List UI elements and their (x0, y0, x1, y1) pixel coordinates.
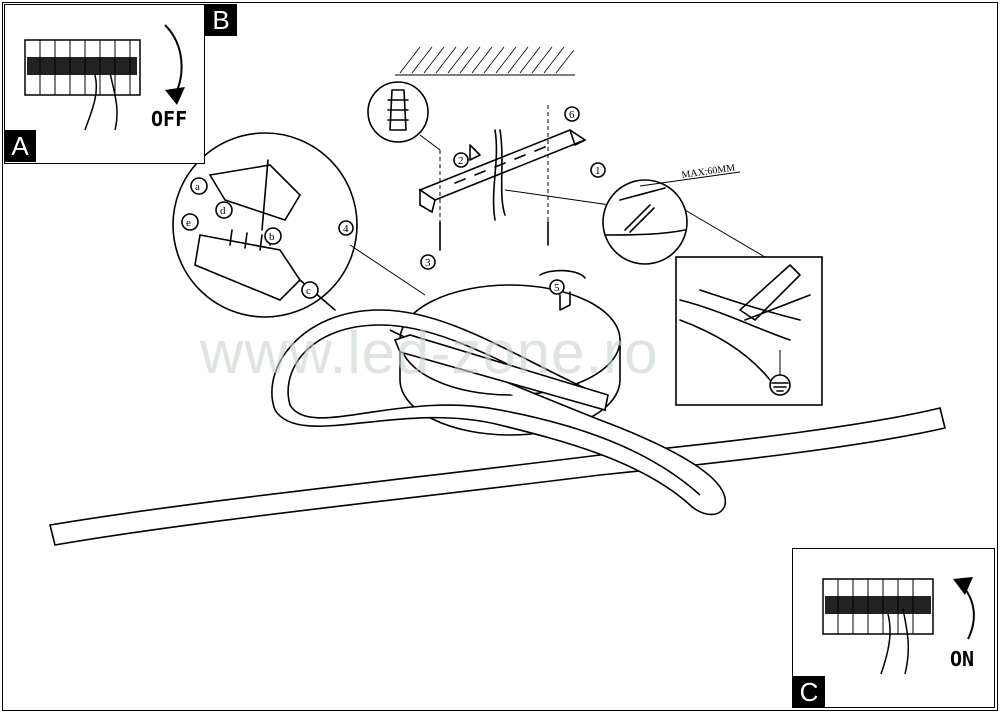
on-label: ON (950, 647, 975, 671)
watermark: www.led-zone.ro (200, 319, 659, 386)
panel-label-b: B (205, 4, 237, 36)
step-1: 1 (595, 165, 601, 177)
mounting-bracket (418, 105, 587, 251)
terminal-block-detail: a b c d e (172, 132, 426, 318)
wire-stripping-detail (675, 256, 823, 406)
arrow-up-icon (960, 583, 975, 640)
step-5: 5 (554, 282, 560, 294)
led-light-arms (49, 309, 946, 546)
step-6: 6 (569, 109, 575, 121)
arrow-down-icon (164, 24, 183, 96)
sub-step-c: c (306, 285, 311, 297)
ceiling-hatch (395, 46, 575, 76)
sub-step-d: d (220, 205, 226, 217)
breaker-off-illustration (24, 24, 185, 131)
step-2: 2 (458, 155, 464, 167)
panel-label-a: A (4, 130, 36, 162)
wall-plug-detail (367, 81, 441, 151)
step-3: 3 (425, 257, 431, 269)
step-markers: 2 3 1 6 4 5 (338, 106, 606, 295)
max-length-label: MAX:60MM (681, 163, 736, 181)
off-label: OFF (151, 107, 188, 131)
sub-step-a: a (195, 181, 200, 193)
wire-length-detail: MAX:60MM (504, 163, 771, 265)
step-4: 4 (343, 223, 349, 235)
sub-step-e: e (186, 217, 191, 229)
breaker-on-illustration (822, 577, 975, 675)
panel-power-off: OFF (4, 4, 205, 164)
panel-power-on: ON (792, 548, 995, 708)
panel-label-c: C (793, 676, 825, 708)
sub-step-b: b (269, 231, 275, 243)
